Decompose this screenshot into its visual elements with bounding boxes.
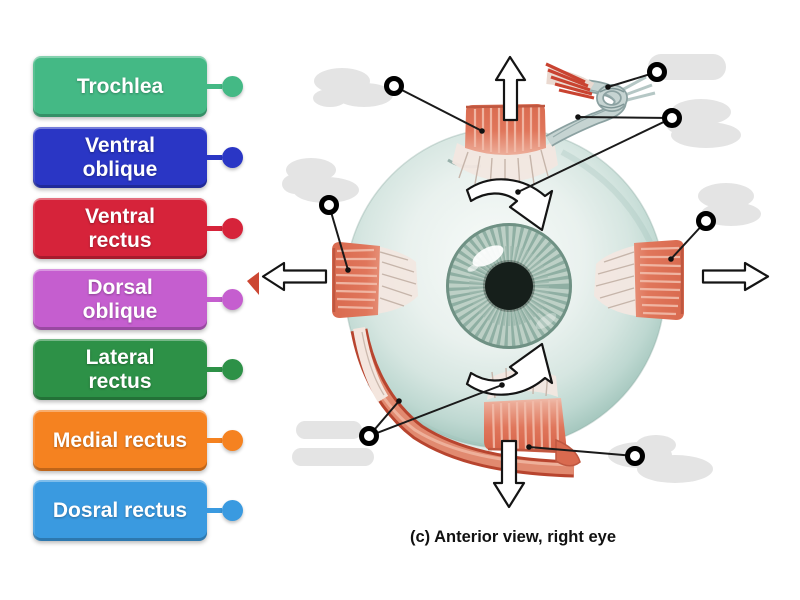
chip-connector-dot — [222, 218, 243, 239]
drop-target-bottom-muscle[interactable] — [625, 446, 645, 466]
chip-connector-dot — [222, 76, 243, 97]
chip-connector-line — [207, 508, 222, 513]
right-muscle — [594, 240, 684, 320]
chip-connector-line — [207, 84, 222, 89]
label-text: Medial rectus — [52, 428, 188, 452]
chip-connector-line — [207, 226, 222, 231]
label-chip-dorsal-oblique[interactable]: Dorsal oblique — [33, 269, 243, 330]
iris-highlight-small — [467, 264, 479, 272]
drop-target-top-muscle[interactable] — [384, 76, 404, 96]
bottom-rotation-arrow — [465, 342, 554, 396]
erased-label-blobs — [282, 54, 761, 483]
drop-target-lower-band[interactable] — [359, 426, 379, 446]
tendon-cut-end — [621, 75, 656, 102]
chip-connector-dot — [222, 147, 243, 168]
drop-target-tendon[interactable] — [662, 108, 682, 128]
sclera-shading — [560, 149, 653, 244]
pupil — [485, 262, 533, 310]
top-muscle — [452, 104, 558, 190]
label-chip-trochlea[interactable]: Trochlea — [33, 56, 243, 117]
left-muscle — [332, 242, 418, 318]
up-arrow — [494, 55, 527, 122]
down-arrow — [492, 439, 526, 509]
label-chip-ventral-oblique[interactable]: Ventral oblique — [33, 127, 243, 188]
label-text: Lateral rectus — [85, 345, 155, 393]
label-text: Ventral oblique — [82, 133, 158, 181]
label-text: Ventral rectus — [84, 204, 156, 252]
drop-target-trochlea-knot[interactable] — [647, 62, 667, 82]
chip-connector-dot — [222, 359, 243, 380]
label-text: Dorsal oblique — [82, 275, 158, 323]
label-chip-ventral-rectus[interactable]: Ventral rectus — [33, 198, 243, 259]
drop-target-left-muscle[interactable] — [319, 195, 339, 215]
chip-connector-line — [207, 155, 222, 160]
iris-highlight-lower — [535, 312, 557, 330]
muscle-fibre-stripes — [545, 62, 595, 100]
left-arrow — [261, 261, 328, 292]
chip-connector-dot — [222, 289, 243, 310]
lower-oblique-band — [350, 327, 581, 478]
trochlea-pulley — [545, 62, 656, 147]
red-arrow-fragment — [247, 272, 259, 295]
label-chip-lateral-rectus[interactable]: Lateral rectus — [33, 339, 243, 400]
chip-connector-dot — [222, 430, 243, 451]
label-text: Dosral rectus — [52, 498, 188, 522]
diagram-caption: (c) Anterior view, right eye — [410, 528, 616, 546]
chip-connector-line — [207, 367, 222, 372]
chip-connector-line — [207, 297, 222, 302]
iris — [446, 223, 572, 349]
leader-dots — [345, 84, 674, 450]
chip-connector-line — [207, 438, 222, 443]
iris-highlight — [472, 245, 504, 267]
right-arrow — [701, 261, 770, 292]
label-text: Trochlea — [76, 74, 164, 98]
top-rotation-arrow — [465, 178, 554, 232]
chip-connector-dot — [222, 500, 243, 521]
muscle-fold — [555, 438, 581, 467]
label-chip-medial-rectus[interactable]: Medial rectus — [33, 410, 243, 471]
drop-target-right-muscle[interactable] — [696, 211, 716, 231]
label-chip-dosral-rectus[interactable]: Dosral rectus — [33, 480, 243, 541]
